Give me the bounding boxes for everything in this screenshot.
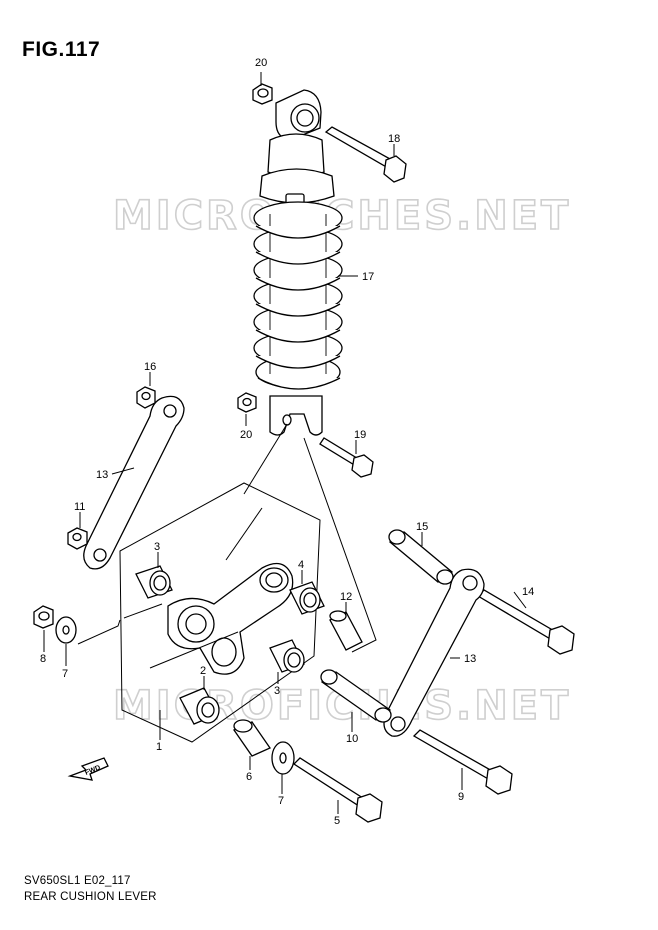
bearing-3-bottom (269, 639, 305, 673)
callout-3-top: 3 (154, 541, 160, 553)
callout-3-bottom: 3 (274, 685, 280, 697)
nut-top (252, 83, 273, 105)
leader-lines (43, 72, 527, 814)
cushion-rod-right (383, 568, 485, 737)
bolt-14 (476, 589, 575, 655)
collar-12 (329, 610, 363, 651)
bolt-19 (319, 437, 374, 478)
callout-12: 12 (340, 591, 352, 603)
section-name: REAR CUSHION LEVER (24, 891, 157, 903)
callout-2: 2 (200, 665, 206, 677)
callout-20-lower: 20 (240, 429, 252, 441)
callout-6: 6 (246, 771, 252, 783)
cushion-lever (167, 562, 294, 675)
callout-7-left: 7 (62, 668, 68, 680)
nut-lower (237, 392, 257, 413)
collar-15 (388, 529, 454, 585)
callout-4: 4 (298, 559, 304, 571)
forward-direction-arrow: FWD (67, 757, 109, 781)
figure-title: FIG.117 (22, 38, 101, 61)
bolt-5 (292, 757, 383, 823)
callout-20-top: 20 (255, 57, 267, 69)
shock-spring (253, 201, 343, 390)
callout-10: 10 (346, 733, 358, 745)
rear-shock-absorber (253, 89, 343, 436)
washer-7-left (55, 616, 77, 644)
cushion-rod-left (83, 395, 185, 570)
callout-15: 15 (416, 521, 428, 533)
bolt-9 (412, 729, 513, 795)
washer-7-center (271, 741, 295, 775)
callout-14: 14 (522, 586, 534, 598)
callout-13-left: 13 (96, 469, 108, 481)
collar-6 (233, 719, 271, 757)
bolt-18 (324, 126, 407, 183)
callout-13-right: 13 (464, 653, 476, 665)
callout-17: 17 (362, 271, 374, 283)
bearing-4 (289, 581, 325, 615)
callout-numbers: 20 18 17 16 20 19 13 11 3 4 15 14 12 8 7… (40, 57, 534, 827)
callout-5: 5 (334, 815, 340, 827)
nut-8 (33, 605, 54, 629)
callout-1: 1 (156, 741, 162, 753)
nut-11 (67, 527, 88, 550)
callout-8: 8 (40, 653, 46, 665)
lever-assembly-outline (119, 482, 321, 743)
nut-16 (136, 386, 156, 409)
callout-7-center: 7 (278, 795, 284, 807)
callout-19: 19 (354, 429, 366, 441)
callout-11: 11 (74, 501, 85, 513)
collar-10 (320, 669, 392, 723)
callout-16: 16 (144, 361, 156, 373)
bearing-2 (179, 687, 220, 725)
bearing-3-top (135, 565, 173, 599)
model-code: SV650SL1 E02_117 (24, 875, 131, 887)
callout-18: 18 (388, 133, 400, 145)
callout-9: 9 (458, 791, 464, 803)
